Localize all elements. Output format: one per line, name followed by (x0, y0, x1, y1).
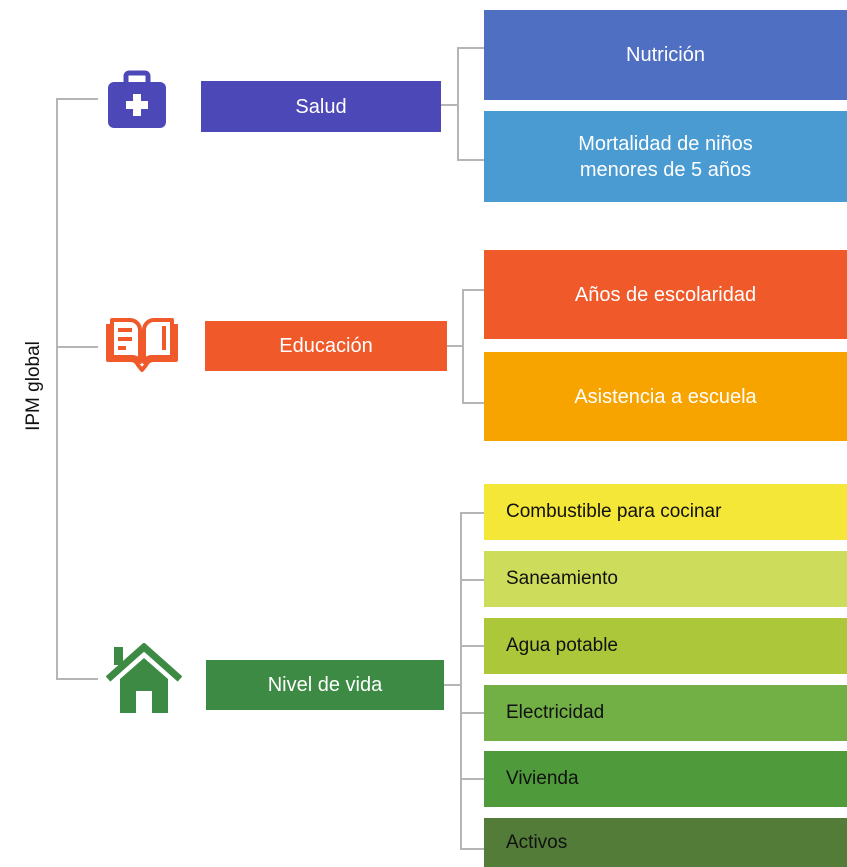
connector-educacion (447, 345, 463, 347)
bracket-educacion-vertical (462, 289, 464, 404)
indicator-nutricion: Nutrición (484, 10, 847, 100)
bracket-salud-top (457, 47, 484, 49)
dimension-educacion: Educación (205, 321, 447, 371)
bracket-nivel-2 (460, 579, 484, 581)
bracket-nivel-3 (460, 645, 484, 647)
dimension-label: Salud (295, 95, 347, 118)
indicator-combustible: Combustible para cocinar (484, 484, 847, 540)
indicator-asistencia: Asistencia a escuela (484, 352, 847, 441)
indicator-label: Agua potable (506, 635, 618, 656)
indicator-label: Nutrición (626, 44, 705, 66)
root-bracket-vertical (56, 98, 58, 679)
indicator-mortalidad: Mortalidad de niños menores de 5 años (484, 111, 847, 202)
connector-nivel-de-vida (444, 684, 461, 686)
indicator-label: Vivienda (506, 768, 579, 789)
indicator-electricidad: Electricidad (484, 685, 847, 741)
bracket-nivel-5 (460, 778, 484, 780)
indicator-label: Mortalidad de niños menores de 5 años (578, 132, 753, 181)
bracket-nivel-1 (460, 512, 484, 514)
bracket-nivel-4 (460, 712, 484, 714)
bracket-educacion-top (462, 289, 484, 291)
dimension-label: Educación (279, 335, 373, 357)
dimension-salud: Salud (201, 81, 441, 132)
bracket-salud-vertical (457, 47, 459, 161)
indicator-label: Años de escolaridad (574, 283, 757, 306)
dimension-nivel-de-vida: Nivel de vida (206, 660, 444, 710)
bracket-educacion-bottom (462, 402, 484, 404)
medical-kit-icon (106, 68, 168, 130)
indicator-activos: Activos (484, 818, 847, 867)
root-bracket-middle (56, 346, 98, 348)
indicator-agua-potable: Agua potable (484, 618, 847, 674)
bracket-nivel-vertical (460, 512, 462, 850)
root-label: IPM global (23, 341, 44, 431)
indicator-label: Asistencia a escuela (574, 385, 757, 408)
indicator-escolaridad: Años de escolaridad (484, 250, 847, 339)
root-bracket-bottom (56, 678, 98, 680)
bracket-salud-bottom (457, 159, 484, 161)
indicator-label: Saneamiento (506, 568, 618, 589)
indicator-vivienda: Vivienda (484, 751, 847, 807)
indicator-label: Electricidad (506, 702, 605, 723)
bracket-nivel-6 (460, 848, 484, 850)
indicator-label: Combustible para cocinar (506, 501, 722, 522)
house-icon (105, 642, 183, 713)
book-icon (104, 316, 180, 376)
connector-salud (441, 104, 457, 106)
indicator-label: Activos (506, 831, 568, 853)
indicator-saneamiento: Saneamiento (484, 551, 847, 607)
root-bracket-top (56, 98, 98, 100)
dimension-label: Nivel de vida (267, 674, 383, 696)
